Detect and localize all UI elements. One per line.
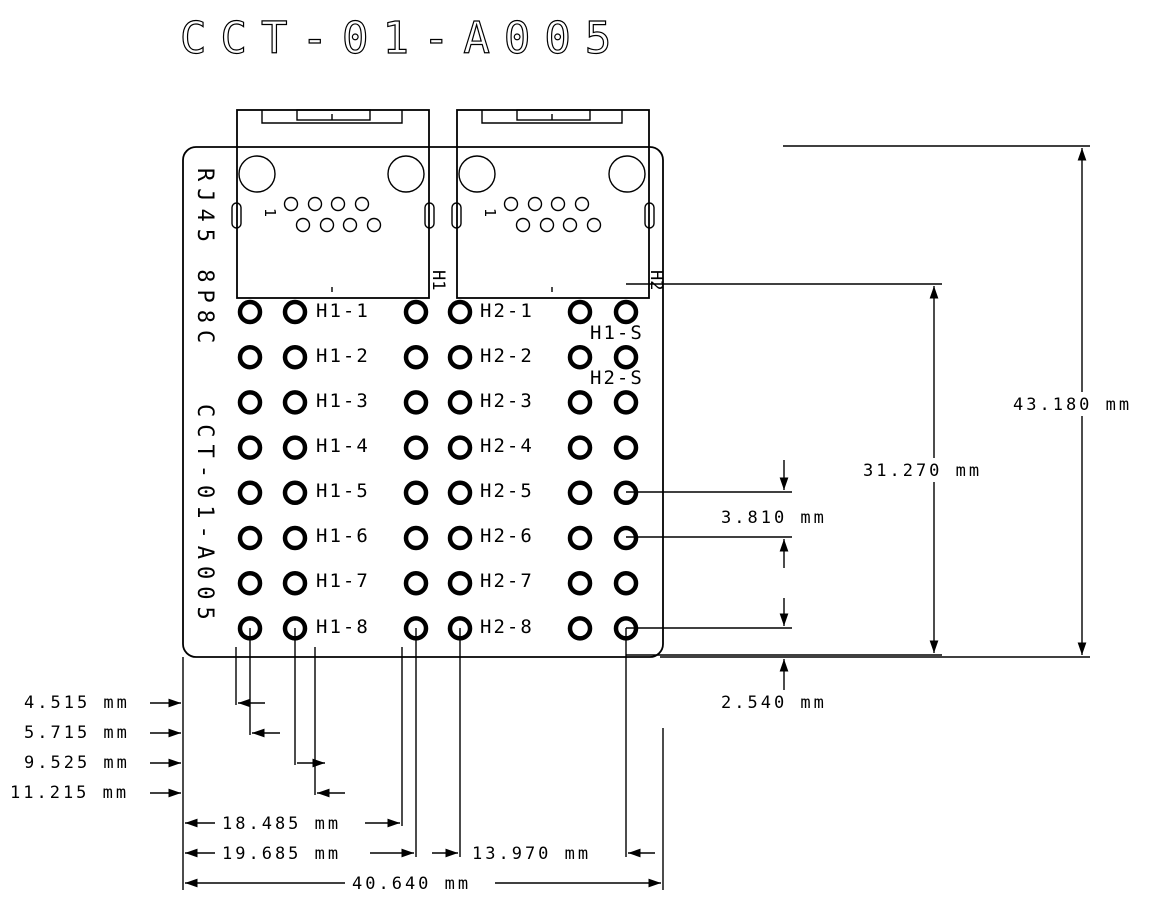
pad: [237, 570, 263, 596]
board-text-rj45: RJ45 8P8C: [192, 168, 217, 350]
dim-label: 40.640 mm: [352, 874, 471, 894]
pad: [613, 344, 639, 370]
pin-labels-h2: H2-1 H2-2 H2-3 H2-4 H2-5 H2-6 H2-7 H2-8: [480, 300, 534, 638]
pad: [403, 570, 429, 596]
jack-h1-pin1-mark: 1: [261, 208, 279, 217]
pad: [567, 616, 593, 641]
dim-height-total: 43.180 mm: [660, 145, 1132, 658]
dim-bottom: 4.515 mm 5.715 mm 9.525 mm 11.215 mm 18.…: [10, 628, 664, 894]
pad: [567, 299, 593, 325]
shield-label-h1: H1-S: [590, 322, 644, 344]
dim-height-pins: 31.270 mm: [626, 283, 1000, 656]
pad: [403, 480, 429, 506]
pad: [447, 344, 473, 370]
dim-label: 11.215 mm: [10, 783, 129, 803]
pin-label: H1-3: [316, 390, 370, 412]
pin-label: H2-1: [480, 300, 534, 322]
dim-label: 2.540 mm: [721, 693, 827, 713]
pad: [403, 435, 429, 460]
pin-label: H1-1: [316, 300, 370, 322]
pad: [567, 570, 593, 596]
pin-labels-h1: H1-1 H1-2 H1-3 H1-4 H1-5 H1-6 H1-7 H1-8: [316, 300, 370, 638]
pad: [237, 435, 263, 460]
pad: [447, 480, 473, 506]
pin-label: H2-2: [480, 345, 534, 367]
dim-label: 13.970 mm: [472, 844, 591, 864]
pin-label: H1-8: [316, 616, 370, 638]
pad: [567, 525, 593, 551]
jack-h2: 1 H2: [451, 109, 666, 299]
dim-label: 5.715 mm: [24, 723, 130, 743]
pad: [447, 299, 473, 325]
dim-label: 19.685 mm: [222, 844, 341, 864]
pad: [567, 480, 593, 506]
pad: [237, 299, 263, 325]
pad: [282, 299, 308, 325]
dim-pin-pitch: 3.810 mm 2.540 mm: [626, 460, 827, 713]
pad: [237, 525, 263, 551]
mount-hole: [387, 155, 425, 193]
shield-tab: [644, 202, 655, 229]
pad: [403, 299, 429, 325]
pad-grid: [237, 299, 639, 641]
pad: [403, 390, 429, 415]
pin-label: H2-7: [480, 570, 534, 592]
pad: [447, 525, 473, 551]
jack-h2-ref: H2: [646, 270, 666, 290]
mount-hole: [458, 155, 496, 193]
pad: [403, 344, 429, 370]
pin-label: H2-3: [480, 390, 534, 412]
pad: [237, 344, 263, 370]
pad: [237, 480, 263, 506]
pad: [282, 435, 308, 460]
jack-h1-ref: H1: [428, 270, 448, 290]
pad: [613, 525, 639, 551]
dim-label: 18.485 mm: [222, 814, 341, 834]
pin-label: H2-8: [480, 616, 534, 638]
pin-label: H1-6: [316, 525, 370, 547]
pad: [613, 480, 639, 506]
shield-tab: [231, 202, 242, 229]
mount-hole: [238, 155, 276, 193]
pin-label: H1-2: [316, 345, 370, 367]
board-outline: [182, 146, 664, 658]
shield-label-h2: H2-S: [590, 367, 644, 389]
pad: [282, 390, 308, 415]
shield-tab: [424, 202, 435, 229]
pad: [567, 390, 593, 415]
pad: [613, 435, 639, 460]
board-text-part-number: CCT-01-A005: [192, 404, 217, 627]
pin-label: H2-4: [480, 435, 534, 457]
mount-hole: [608, 155, 646, 193]
pad: [282, 344, 308, 370]
pin-label: H1-7: [316, 570, 370, 592]
pin-label: H2-5: [480, 480, 534, 502]
dim-label: 43.180 mm: [1013, 395, 1132, 415]
pad: [237, 390, 263, 415]
pad: [613, 299, 639, 325]
pad: [567, 344, 593, 370]
pin-label: H1-4: [316, 435, 370, 457]
pad: [613, 570, 639, 596]
dim-label: 31.270 mm: [863, 461, 982, 481]
pad: [282, 525, 308, 551]
pad: [447, 435, 473, 460]
shield-tab: [451, 202, 462, 229]
dim-label: 9.525 mm: [24, 753, 130, 773]
pad: [447, 570, 473, 596]
dim-label: 4.515 mm: [24, 693, 130, 713]
pad: [282, 480, 308, 506]
pad: [613, 390, 639, 415]
pin-label: H1-5: [316, 480, 370, 502]
pin-label: H2-6: [480, 525, 534, 547]
pad: [567, 435, 593, 460]
dim-label: 3.810 mm: [721, 508, 827, 528]
jack-h2-pin1-mark: 1: [481, 208, 499, 217]
pad: [282, 570, 308, 596]
pad: [447, 390, 473, 415]
pad: [403, 525, 429, 551]
jack-h1: 1 H1: [231, 109, 448, 299]
drawing-title: CCT-01-A005: [180, 13, 625, 64]
